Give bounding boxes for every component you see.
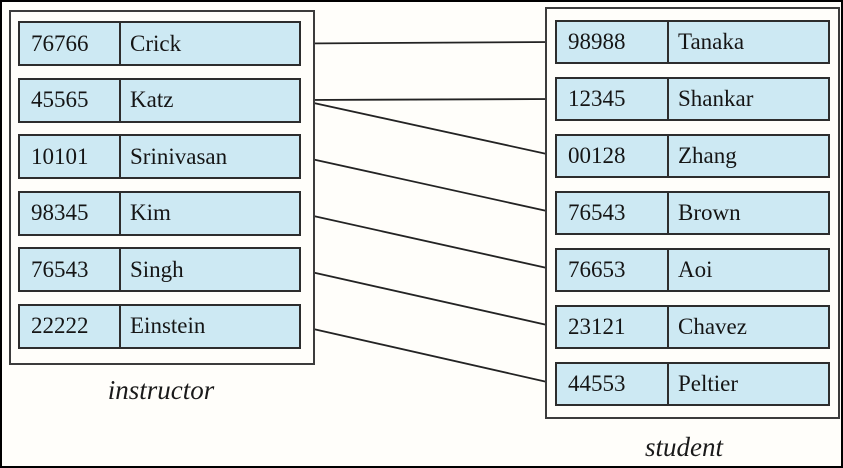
relationship-line — [299, 155, 557, 214]
instructor-id-cell: 98345 — [20, 192, 121, 234]
student-row: 76653 Aoi — [555, 248, 830, 292]
student-id-cell: 98988 — [557, 22, 669, 62]
student-id-cell: 23121 — [557, 307, 669, 347]
instructor-table: 76766 Crick 45565 Katz 10101 Srinivasan 98345 K… — [9, 10, 315, 365]
instructor-row: 98345 Kim — [18, 190, 301, 236]
student-name-cell: Chavez — [678, 314, 747, 339]
instructor-name-cell: Kim — [130, 200, 171, 225]
student-id-cell: 00128 — [557, 136, 669, 176]
relationship-line — [299, 99, 557, 157]
instructor-name-cell: Singh — [130, 256, 184, 282]
student-rows: 98988 Tanaka 12345 Shankar 00128 Zhang 76543 Br… — [555, 20, 838, 406]
student-name-cell: Brown — [678, 200, 741, 225]
student-row: 23121 Chavez — [555, 305, 830, 349]
instructor-name-cell: Katz — [130, 87, 174, 112]
instructor-row: 45565 Katz — [18, 77, 301, 123]
instructor-row: 10101 Srinivasan — [18, 134, 301, 179]
student-row: 76543 Brown — [555, 191, 830, 235]
student-id-cell: 76543 — [557, 193, 669, 233]
instructor-id-cell: 10101 — [20, 136, 121, 177]
instructor-name-cell: Einstein — [130, 313, 206, 338]
instructor-rows: 76766 Crick 45565 Katz 10101 Srinivasan 98345 K… — [18, 21, 313, 349]
instructor-table-label: instructor — [107, 375, 215, 405]
instructor-name-cell: Crick — [130, 30, 182, 56]
instructor-row: 22222 Einstein — [18, 303, 301, 349]
relationship-line — [299, 268, 557, 328]
instructor-id-cell: 76766 — [20, 23, 121, 64]
student-id-cell: 44553 — [557, 364, 669, 404]
instructor-id-cell: 76543 — [20, 249, 121, 290]
instructor-id-cell: 45565 — [20, 79, 121, 121]
student-name-cell: Aoi — [678, 257, 713, 282]
instructor-row: 76543 Singh — [18, 247, 301, 292]
student-table-label: student — [645, 432, 723, 462]
student-name-cell: Peltier — [678, 371, 739, 396]
instructor-id-cell: 22222 — [20, 305, 121, 347]
student-row: 00128 Zhang — [555, 134, 830, 178]
student-row: 12345 Shankar — [555, 77, 830, 121]
relationship-line — [299, 98, 557, 101]
relationship-line — [299, 212, 557, 271]
student-row: 98988 Tanaka — [555, 20, 830, 64]
student-name-cell: Shankar — [678, 86, 754, 111]
student-row: 44553 Peltier — [555, 362, 830, 406]
student-id-cell: 12345 — [557, 79, 669, 119]
relationship-line — [299, 41, 557, 45]
instructor-name-cell: Srinivasan — [130, 143, 228, 169]
student-name-cell: Tanaka — [678, 29, 745, 54]
relationship-line — [299, 325, 557, 385]
student-name-cell: Zhang — [678, 143, 737, 168]
student-table: 98988 Tanaka 12345 Shankar 00128 Zhang 76543 Br… — [545, 7, 840, 419]
student-id-cell: 76653 — [557, 250, 669, 290]
instructor-row: 76766 Crick — [18, 21, 301, 66]
